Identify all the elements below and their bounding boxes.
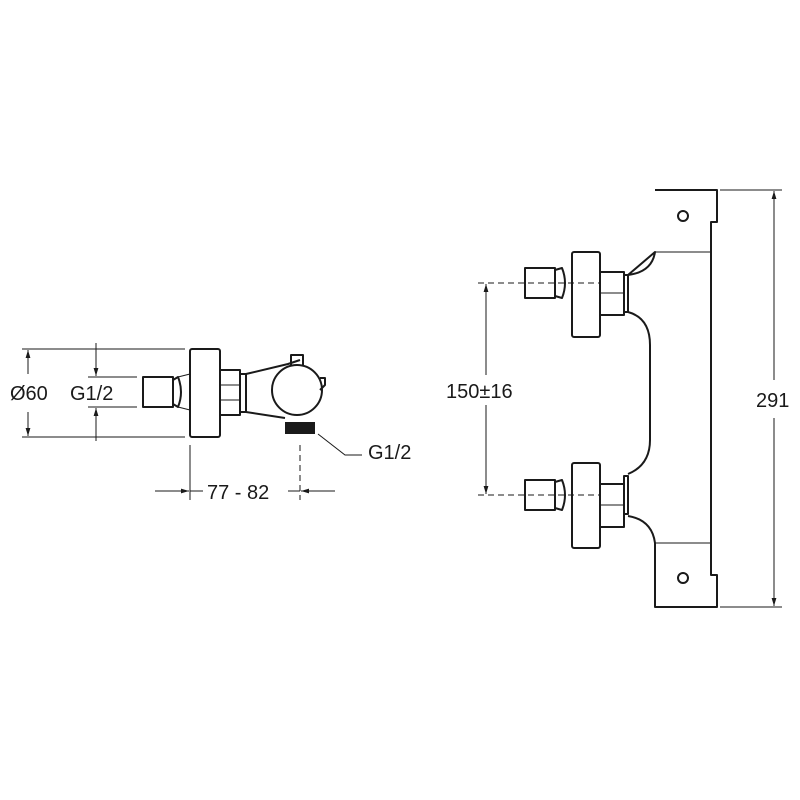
outlet-thread (285, 422, 315, 434)
projection-label: 77 - 82 (207, 482, 269, 504)
outlet-thread-label: G1/2 (368, 442, 411, 464)
inlet-spacing-dimension: 150±16 (446, 282, 600, 496)
mixer-body (627, 189, 718, 608)
projection-dimension: 77 - 82 (155, 445, 335, 504)
height-label: 291 (756, 390, 789, 412)
lower-inlet (524, 462, 629, 549)
inlet-thread-dimension: G1/2 (70, 343, 137, 441)
mounting-hole-top (677, 210, 689, 222)
diameter-label: Ø60 (10, 383, 48, 405)
inlet-thread-label: G1/2 (70, 383, 113, 405)
mounting-hole-bottom (677, 572, 689, 584)
upper-inlet (524, 251, 629, 338)
height-dimension: 291 (720, 189, 789, 608)
inlet-spacing-label: 150±16 (446, 381, 513, 403)
side-view: Ø60 G1/2 G1/2 (10, 343, 411, 504)
outlet-thread-callout: G1/2 (317, 433, 411, 464)
front-view: 150±16 291 (446, 189, 789, 608)
diameter-dimension: Ø60 (10, 348, 185, 438)
mixer-side-outline (142, 348, 326, 438)
